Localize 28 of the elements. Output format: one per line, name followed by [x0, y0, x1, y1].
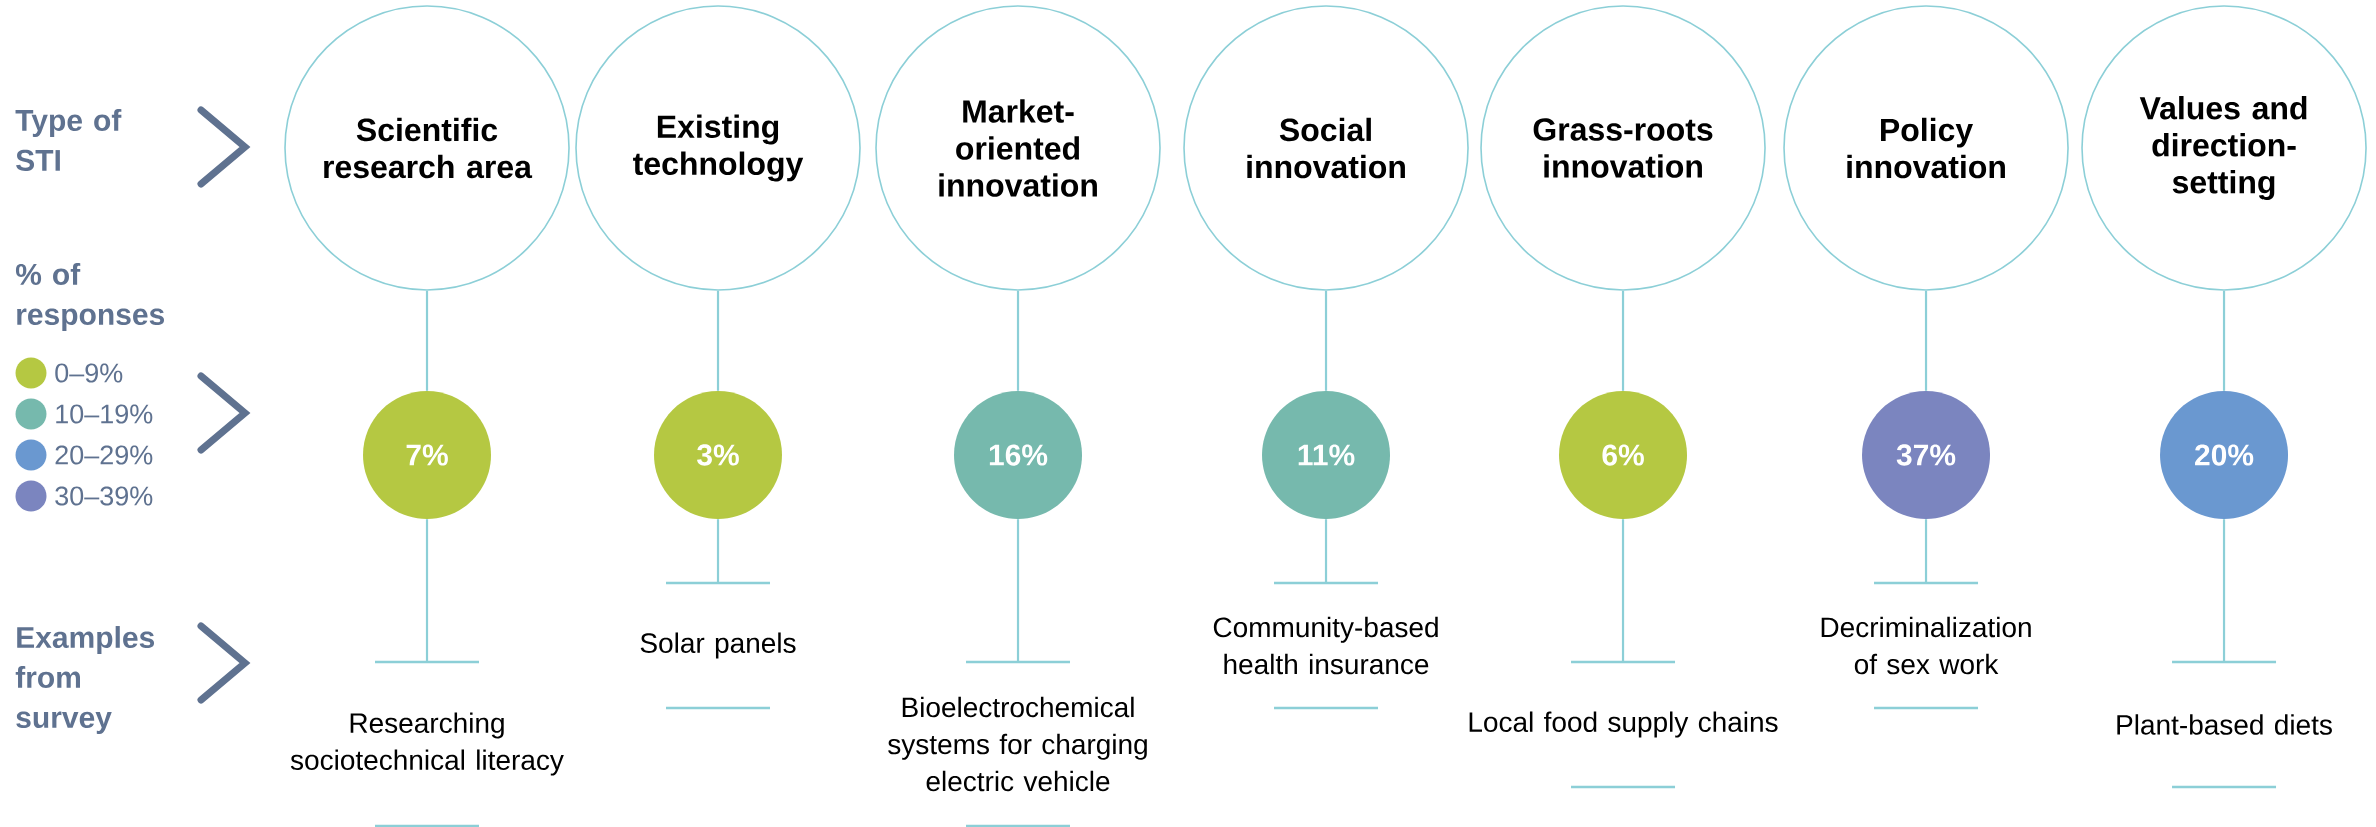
connector-line	[1324, 519, 1328, 583]
legend-label: 20–29%	[55, 445, 153, 465]
example-text: Decriminalization of sex work	[1821, 581, 2031, 710]
legend-label: 30–39%	[55, 486, 153, 506]
row-heading: Examples from survey	[15, 626, 155, 734]
example-text: Solar panels	[640, 581, 796, 710]
connector-line	[425, 290, 429, 391]
row-heading: Type of STI	[15, 109, 122, 171]
example-text: Researching sociotechnical literacy	[290, 660, 564, 827]
connector-line	[716, 290, 720, 391]
example-text: Bioelectrochemical systems for charging electric vehicle	[888, 660, 1147, 827]
connector-line	[1924, 290, 1928, 391]
connector-line	[1621, 290, 1625, 391]
connector-line	[1924, 519, 1928, 583]
example-text: Community-based health insurance	[1213, 581, 1438, 710]
legend-label: 10–19%	[56, 404, 153, 424]
example-text: Local food supply chains	[1469, 660, 1778, 789]
row-heading: % of responses	[15, 263, 165, 331]
connector-line	[716, 519, 720, 583]
connector-line	[1621, 519, 1625, 662]
example-text: Plant-based diets	[2117, 660, 2332, 789]
connector-line	[1016, 290, 1020, 391]
connector-line	[425, 519, 429, 662]
connector-line	[1324, 290, 1328, 391]
connector-line	[2222, 519, 2226, 662]
legend-label: 0–9%	[55, 363, 123, 383]
connector-line	[2222, 290, 2226, 391]
connector-line	[1016, 519, 1020, 662]
